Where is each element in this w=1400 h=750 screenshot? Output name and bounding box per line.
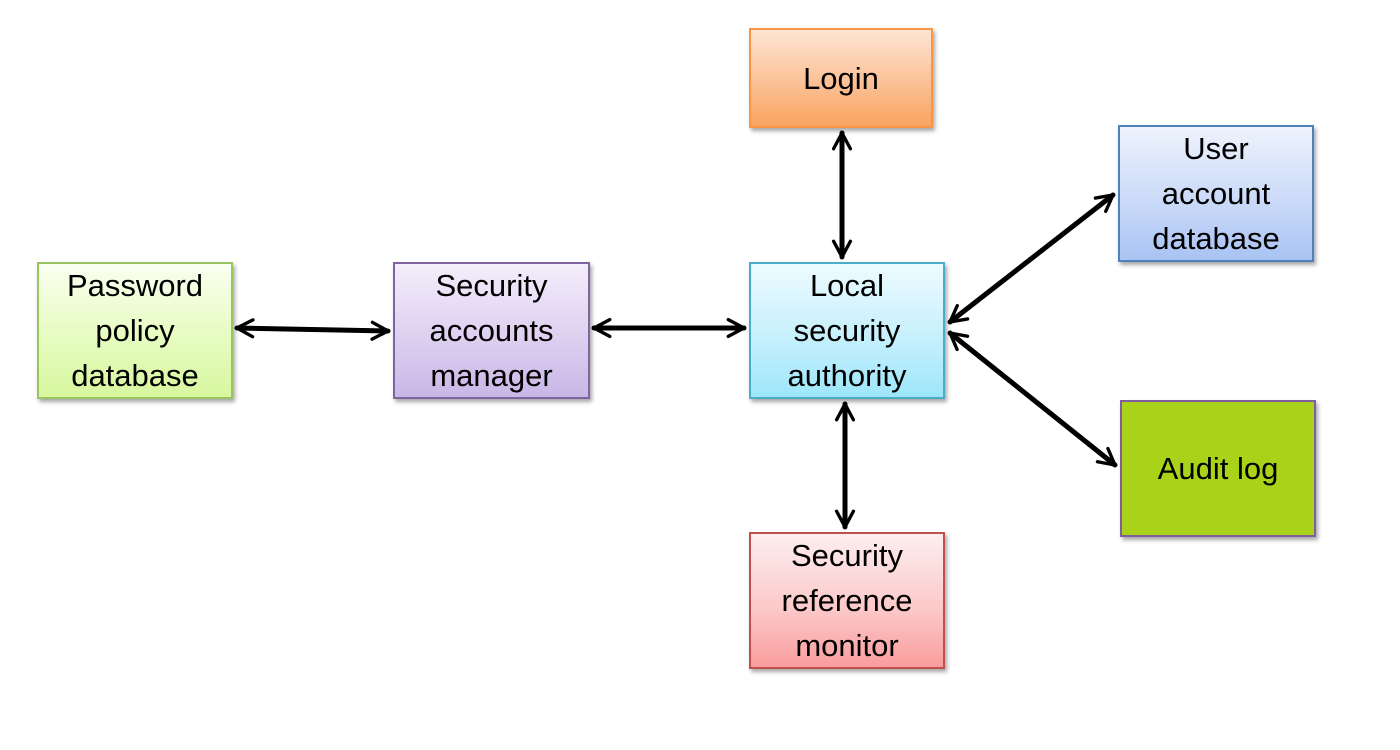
password-policy-database-box: Password policy database bbox=[37, 262, 233, 399]
security-accounts-manager-label: Security accounts manager bbox=[429, 268, 554, 393]
arrow-lsa-to-audit-log bbox=[947, 330, 1118, 468]
user-account-database-label: User account database bbox=[1152, 131, 1280, 256]
user-account-database-box: User account database bbox=[1118, 125, 1314, 262]
arrow-lsa-to-user-account-database bbox=[947, 192, 1116, 325]
security-accounts-manager-box: Security accounts manager bbox=[393, 262, 590, 399]
login-box: Login bbox=[749, 28, 933, 128]
audit-log-box: Audit log bbox=[1120, 400, 1316, 537]
login-label: Login bbox=[803, 60, 879, 96]
arrow-password-policy-to-security-accounts bbox=[234, 318, 391, 341]
security-reference-monitor-label: Security reference monitor bbox=[781, 538, 913, 663]
audit-log-label: Audit log bbox=[1157, 451, 1279, 486]
local-security-authority-label: Local security authority bbox=[787, 268, 907, 393]
security-reference-monitor-box: Security reference monitor bbox=[749, 532, 945, 669]
local-security-authority-box: Local security authority bbox=[749, 262, 945, 399]
password-policy-database-label: Password policy database bbox=[66, 268, 204, 393]
